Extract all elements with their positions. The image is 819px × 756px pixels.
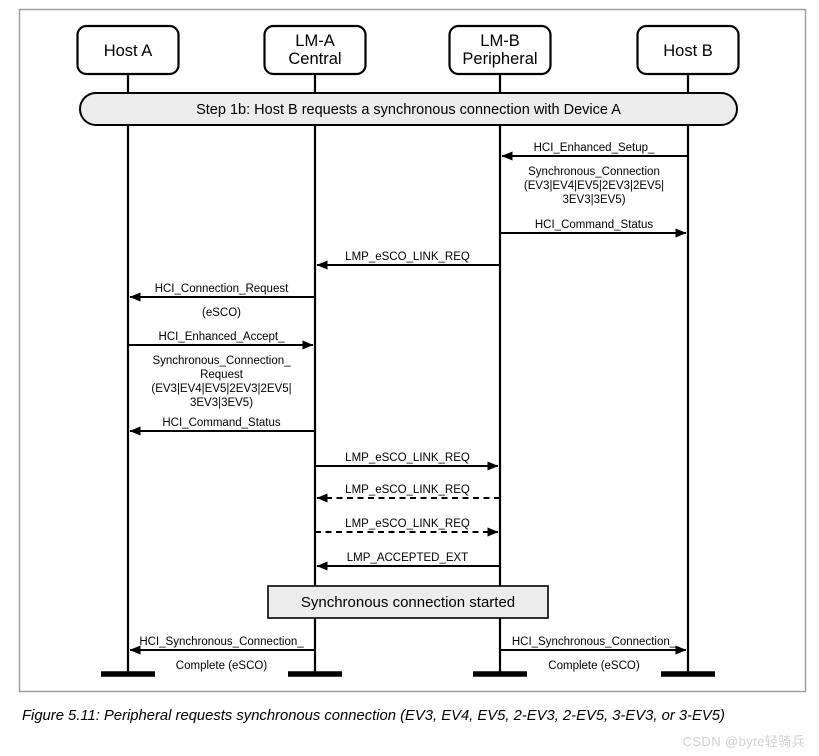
- lifeline-label: LM-A: [295, 32, 334, 50]
- message-label: 3EV3|3EV5): [562, 194, 625, 206]
- message-label: HCI_Synchronous_Connection_: [512, 636, 677, 648]
- message-label: LMP_eSCO_LINK_REQ: [345, 518, 470, 530]
- message-hci-command-status-a[interactable]: HCI_Command_Status: [129, 417, 315, 436]
- message-label: 3EV3|3EV5): [190, 397, 253, 409]
- message-label: LMP_eSCO_LINK_REQ: [345, 452, 470, 464]
- message-label: LMP_eSCO_LINK_REQ: [345, 251, 470, 263]
- lifeline-host-a[interactable]: Host A: [76, 24, 180, 677]
- figure-frame: [18, 8, 807, 693]
- message-hci-synchronous-connection-complete-b[interactable]: HCI_Synchronous_Connection_ Complete (eSC…: [500, 636, 687, 672]
- lifeline-label: LM-B: [480, 32, 519, 50]
- messages-layer: HCI_Enhanced_Setup_ Synchronous_Connectio…: [128, 142, 688, 672]
- message-label: Request: [200, 369, 244, 381]
- step-banner-box: [79, 92, 738, 126]
- message-label: Synchronous_Connection_: [152, 355, 291, 367]
- message-lmp-esco-link-req-3[interactable]: LMP_eSCO_LINK_REQ: [316, 484, 500, 503]
- note-synchronous-connection-started: Synchronous connection started: [267, 585, 549, 619]
- message-label: (eSCO): [202, 307, 241, 319]
- message-label: HCI_Command_Status: [162, 417, 280, 429]
- message-hci-enhanced-setup-synchronous-connection[interactable]: HCI_Enhanced_Setup_ Synchronous_Connectio…: [501, 142, 688, 206]
- message-hci-enhanced-accept-synchronous-connection-request[interactable]: HCI_Enhanced_Accept_ Synchronous_Connecti…: [128, 331, 314, 409]
- message-label: HCI_Enhanced_Accept_: [159, 331, 286, 343]
- step-banner-layer: Step 1b: Host B requests a synchronous c…: [79, 92, 738, 126]
- message-label: HCI_Connection_Request: [155, 283, 289, 295]
- message-lmp-esco-link-req-4[interactable]: LMP_eSCO_LINK_REQ: [315, 518, 499, 537]
- message-hci-command-status-b[interactable]: HCI_Command_Status: [500, 219, 687, 238]
- message-lmp-esco-link-req-2[interactable]: LMP_eSCO_LINK_REQ: [315, 452, 499, 471]
- message-label: Synchronous_Connection: [528, 166, 660, 178]
- message-label: HCI_Enhanced_Setup_: [534, 142, 655, 154]
- figure-caption: Figure 5.11: Peripheral requests synchro…: [22, 708, 725, 724]
- message-label: LMP_eSCO_LINK_REQ: [345, 484, 470, 496]
- lifeline-label: Host A: [104, 42, 153, 60]
- note-label: Synchronous connection started: [301, 594, 515, 611]
- watermark: CSDN @byte轻骑兵: [682, 734, 805, 749]
- note-box: [267, 585, 549, 619]
- step-banner: Step 1b: Host B requests a synchronous c…: [79, 92, 738, 126]
- note-layer: Synchronous connection started: [267, 585, 549, 619]
- message-label: Complete (eSCO): [548, 660, 640, 672]
- message-lmp-esco-link-req-1[interactable]: LMP_eSCO_LINK_REQ: [316, 251, 500, 270]
- message-label: HCI_Synchronous_Connection_: [139, 636, 304, 648]
- message-label: LMP_ACCEPTED_EXT: [347, 552, 468, 564]
- lifeline-label: Peripheral: [462, 50, 537, 68]
- message-hci-connection-request[interactable]: HCI_Connection_Request (eSCO): [129, 283, 315, 319]
- lifeline-label: Host B: [663, 42, 713, 60]
- message-label: Complete (eSCO): [176, 660, 268, 672]
- message-label: HCI_Command_Status: [535, 219, 653, 231]
- message-label: (EV3|EV4|EV5|2EV3|2EV5|: [524, 180, 664, 192]
- message-lmp-accepted-ext[interactable]: LMP_ACCEPTED_EXT: [316, 552, 500, 571]
- step-banner-label: Step 1b: Host B requests a synchronous c…: [196, 102, 621, 118]
- message-hci-synchronous-connection-complete-a[interactable]: HCI_Synchronous_Connection_ Complete (eSC…: [129, 636, 315, 672]
- lifeline-label: Central: [288, 50, 341, 68]
- lifeline-host-b[interactable]: Host B: [636, 24, 740, 677]
- message-label: (EV3|EV4|EV5|2EV3|2EV5|: [151, 383, 291, 395]
